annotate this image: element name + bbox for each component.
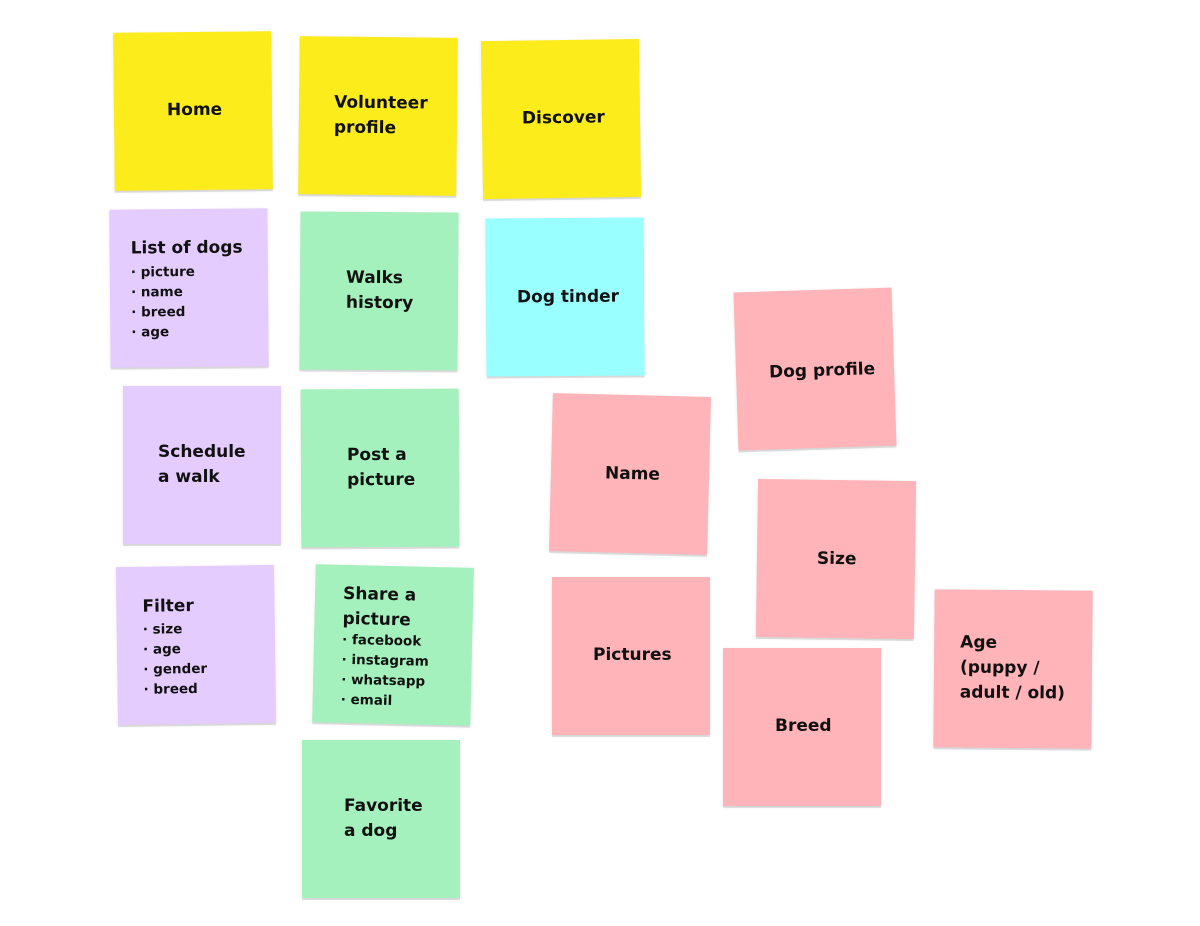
bullet-item: instagram bbox=[341, 650, 429, 672]
note-breed[interactable]: Breed bbox=[723, 648, 881, 806]
note-bullet-list: facebook instagram whatsapp email bbox=[341, 630, 430, 712]
note-title: Breed bbox=[775, 716, 832, 736]
note-title: Dog profile bbox=[768, 359, 876, 383]
note-volunteer-profile[interactable]: Volunteer profile bbox=[298, 36, 458, 196]
note-title: Share a picture bbox=[342, 583, 417, 631]
bullet-item: whatsapp bbox=[341, 670, 429, 692]
note-dog-profile[interactable]: Dog profile bbox=[733, 287, 897, 451]
note-title: List of dogs bbox=[130, 237, 243, 259]
note-title: Favorite a dog bbox=[344, 796, 423, 841]
note-title: Volunteer profile bbox=[333, 92, 428, 139]
bullet-item: breed bbox=[143, 679, 207, 700]
note-title: Home bbox=[166, 99, 223, 121]
bullet-item: facebook bbox=[342, 630, 430, 652]
bullet-item: gender bbox=[143, 659, 207, 680]
bullet-item: email bbox=[341, 690, 429, 712]
note-filter[interactable]: Filter size age gender breed bbox=[115, 564, 277, 726]
note-title: Post a picture bbox=[346, 444, 416, 491]
note-title: Age (puppy / adult / old) bbox=[959, 632, 1066, 704]
note-title: Discover bbox=[521, 107, 605, 129]
note-dog-tinder[interactable]: Dog tinder bbox=[485, 217, 645, 377]
note-title: Schedule a walk bbox=[158, 442, 246, 487]
note-post-picture[interactable]: Post a picture bbox=[300, 388, 460, 548]
note-title: Name bbox=[604, 463, 661, 485]
bullet-item: breed bbox=[131, 302, 195, 323]
note-title: Walks history bbox=[345, 267, 414, 314]
bullet-item: picture bbox=[131, 262, 195, 283]
note-list-of-dogs[interactable]: List of dogs picture name breed age bbox=[109, 208, 269, 368]
note-title: Dog tinder bbox=[516, 286, 620, 308]
bullet-item: size bbox=[143, 619, 207, 640]
note-share-picture[interactable]: Share a picture facebook instagram whats… bbox=[312, 564, 474, 726]
note-home[interactable]: Home bbox=[113, 31, 273, 191]
note-name[interactable]: Name bbox=[549, 393, 711, 555]
note-size[interactable]: Size bbox=[755, 478, 917, 640]
note-discover[interactable]: Discover bbox=[480, 38, 642, 200]
note-title: Pictures bbox=[593, 645, 672, 665]
note-bullet-list: size age gender breed bbox=[143, 619, 208, 700]
note-pictures[interactable]: Pictures bbox=[552, 577, 710, 735]
note-bullet-list: picture name breed age bbox=[131, 262, 196, 343]
note-title: Size bbox=[816, 548, 857, 570]
note-favorite-dog[interactable]: Favorite a dog bbox=[302, 740, 460, 898]
note-schedule-walk[interactable]: Schedule a walk bbox=[123, 386, 281, 544]
bullet-item: name bbox=[131, 282, 195, 303]
note-title: Filter bbox=[142, 596, 194, 617]
note-age[interactable]: Age (puppy / adult / old) bbox=[933, 589, 1093, 749]
bullet-item: age bbox=[143, 639, 207, 660]
bullet-item: age bbox=[131, 322, 195, 343]
note-walks-history[interactable]: Walks history bbox=[299, 211, 459, 371]
